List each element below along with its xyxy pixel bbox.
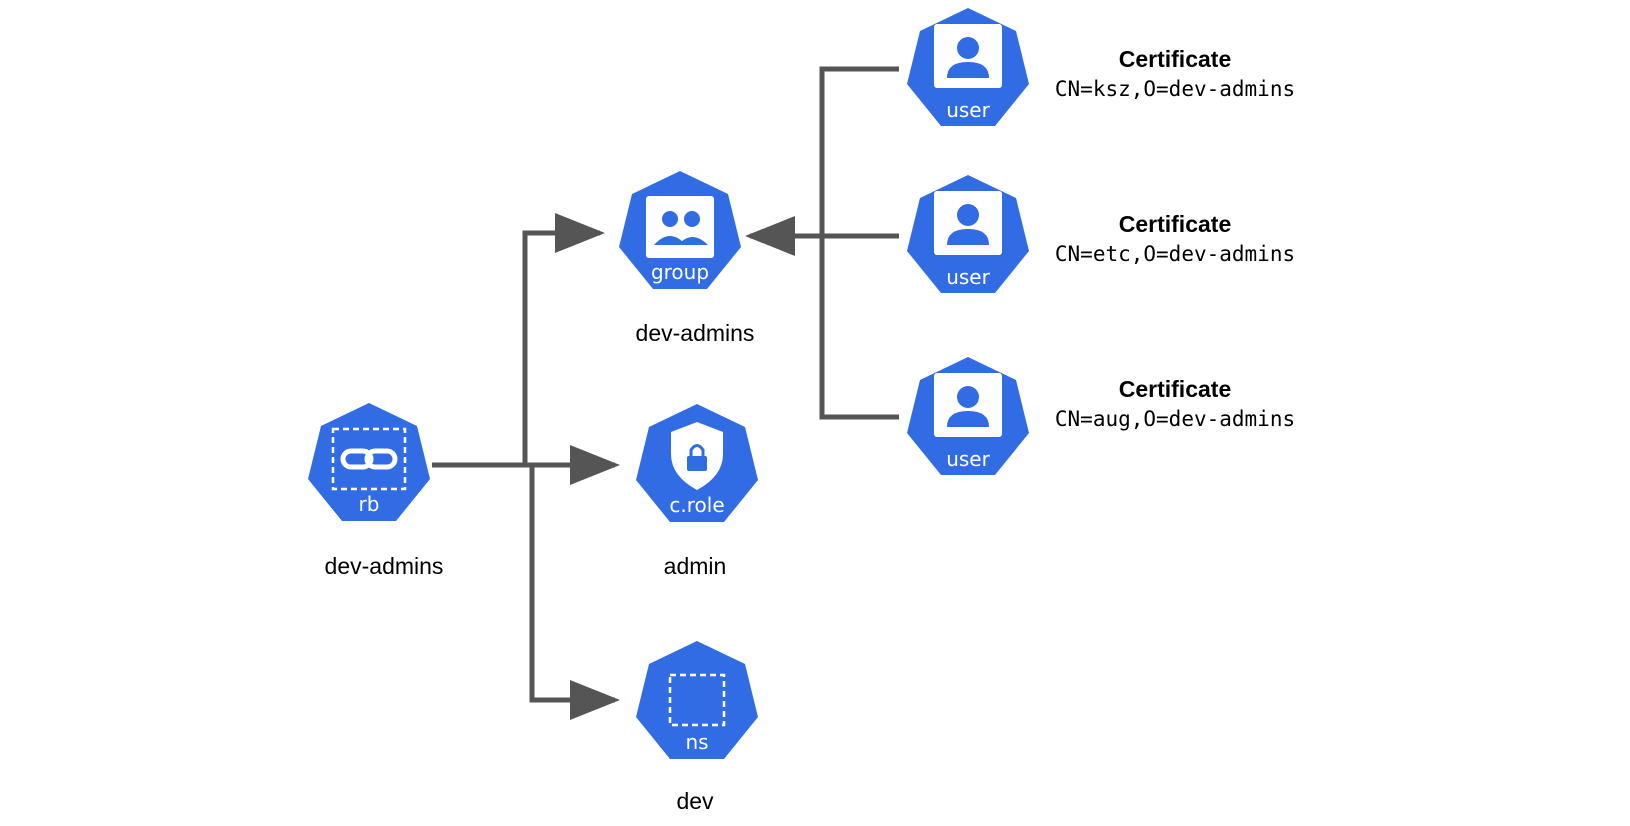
namespace-caption: dev (676, 788, 714, 814)
rb-to-group-arrow (522, 213, 605, 465)
user-type-label: user (946, 447, 990, 471)
namespace-type-label: ns (685, 730, 708, 754)
certificate-title: Certificate (1119, 376, 1231, 402)
clusterrole-caption: admin (664, 553, 727, 579)
user-icon (934, 24, 1002, 88)
rolebinding-caption: dev-admins (325, 553, 444, 579)
users-bus-line (819, 66, 899, 420)
namespace-icon (668, 673, 726, 727)
certificate-subject: CN=etc,O=dev-admins (1055, 242, 1295, 266)
group-caption: dev-admins (636, 320, 755, 346)
user-node-ksz: user (907, 8, 1029, 126)
clusterrole-type-label: c.role (669, 493, 724, 517)
group-node: group (619, 171, 741, 289)
group-type-label: group (651, 260, 709, 284)
connectors (432, 66, 899, 720)
users-icon (646, 196, 714, 258)
user-type-label: user (946, 98, 990, 122)
user-icon (934, 191, 1002, 255)
user-type-label: user (946, 265, 990, 289)
namespace-node: ns (636, 641, 758, 759)
namespace-badge (636, 641, 758, 759)
shield-lock-icon (671, 422, 723, 490)
clusterrole-node: c.role (636, 404, 758, 522)
rb-to-ns-arrow (529, 465, 620, 720)
user-icon (934, 373, 1002, 437)
link-icon (331, 427, 407, 491)
certificate-subject: CN=aug,O=dev-admins (1055, 407, 1295, 431)
rolebinding-type-label: rb (359, 492, 380, 516)
user-node-aug: user (907, 357, 1029, 475)
user-node-etc: user (907, 175, 1029, 293)
rolebinding-node: rb (308, 403, 430, 521)
certificate-subject: CN=ksz,O=dev-admins (1055, 77, 1295, 101)
certificate-title: Certificate (1119, 211, 1231, 237)
certificate-title: Certificate (1119, 46, 1231, 72)
